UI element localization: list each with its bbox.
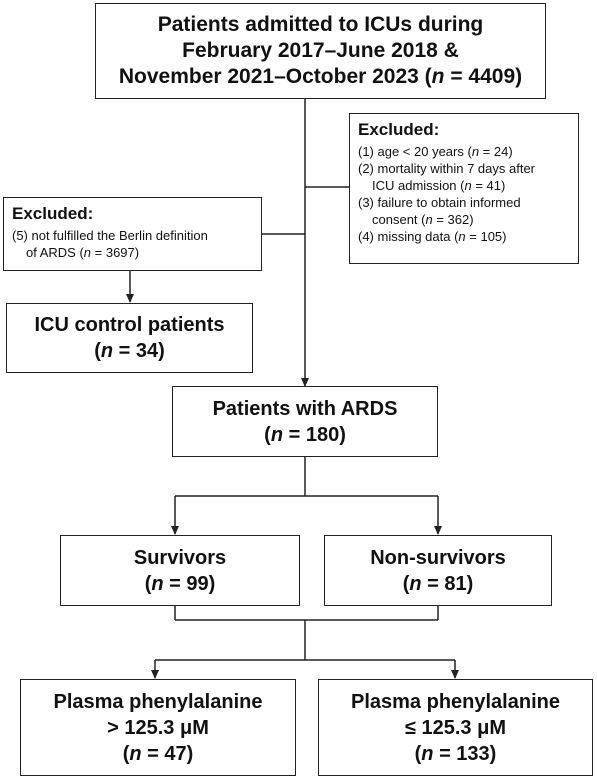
excluded-left-box: Excluded: (5) not fulfilled the Berlin d… [3, 197, 262, 271]
excluded-right-title: Excluded: [358, 120, 440, 139]
phe-high-threshold: > 125.3 μM [107, 716, 209, 739]
admitted-line1: Patients admitted to ICUs during [157, 13, 484, 36]
excluded-left-title: Excluded: [12, 204, 94, 223]
excluded-left-line1: (5) not fulfilled the Berlin definition [12, 228, 208, 243]
excluded-item-4: (4) missing data (n = 105) [358, 229, 507, 244]
survivors-box: Survivors (n = 99) [60, 535, 300, 606]
nonsurvivors-box: Non-survivors (n = 81) [324, 535, 552, 606]
nonsurvivors-count: (n = 81) [402, 572, 474, 595]
excluded-left-line2: of ARDS (n = 3697) [26, 245, 140, 260]
ards-count: (n = 180) [264, 423, 346, 446]
phe-low-box: Plasma phenylalanine ≤ 125.3 μM (n = 133… [318, 679, 593, 776]
nonsurvivors-title: Non-survivors [370, 546, 506, 569]
excluded-item-2: (2) mortality within 7 days after [358, 161, 536, 176]
excluded-item-1: (1) age < 20 years (n = 24) [358, 144, 513, 159]
excluded-item-3-cont: consent (n = 362) [372, 212, 474, 227]
admitted-patients-box: Patients admitted to ICUs during Februar… [95, 3, 546, 99]
control-patients-box: ICU control patients (n = 34) [6, 303, 253, 373]
admitted-line2: February 2017–June 2018 & [182, 39, 459, 62]
excluded-item-3: (3) failure to obtain informed [358, 195, 521, 210]
phe-high-box: Plasma phenylalanine > 125.3 μM (n = 47) [20, 679, 296, 776]
admitted-line3: November 2021–October 2023 (n = 4409) [118, 65, 523, 88]
excluded-item-2-cont: ICU admission (n = 41) [372, 178, 506, 193]
survivors-count: (n = 99) [144, 572, 216, 595]
excluded-right-box: Excluded: (1) age < 20 years (n = 24) (2… [349, 113, 579, 264]
phe-low-title: Plasma phenylalanine [351, 690, 560, 713]
phe-low-threshold: ≤ 125.3 μM [404, 716, 507, 739]
phe-high-count: (n = 47) [122, 742, 194, 765]
phe-low-count: (n = 133) [414, 742, 497, 765]
control-title: ICU control patients [34, 314, 225, 336]
control-count: (n = 34) [94, 340, 165, 362]
phe-high-title: Plasma phenylalanine [53, 690, 263, 713]
ards-box: Patients with ARDS (n = 180) [172, 386, 438, 457]
ards-title: Patients with ARDS [212, 397, 398, 420]
survivors-title: Survivors [133, 546, 227, 569]
